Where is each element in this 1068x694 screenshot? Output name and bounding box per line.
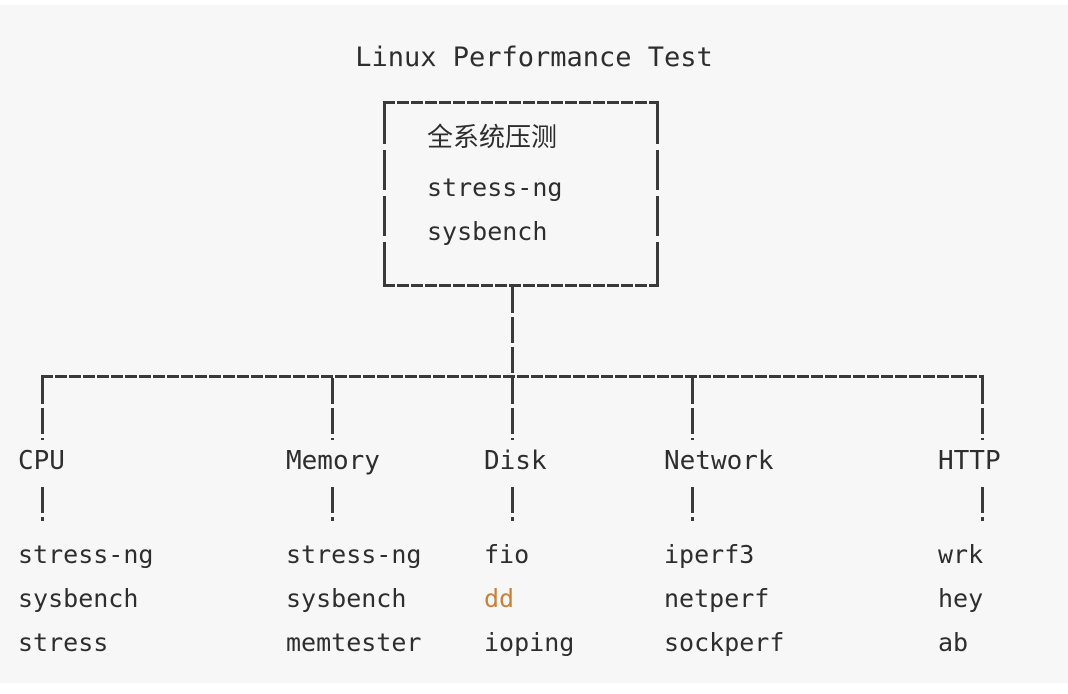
diagram-panel: Linux Performance Test 全系统压测 stress-ng s… (0, 5, 1068, 683)
tool-item[interactable]: stress-ng (18, 540, 154, 569)
tool-item[interactable]: dd (484, 584, 515, 613)
tool-item[interactable]: ab (938, 628, 969, 657)
tool-item[interactable]: memtester (286, 628, 422, 657)
tool-item[interactable]: stress (18, 628, 109, 657)
column-stem-http (981, 487, 984, 521)
branch-drop-http (981, 378, 984, 440)
branch-drop-disk (511, 378, 514, 440)
tool-item[interactable]: stress-ng (286, 540, 422, 569)
root-node-box: 全系统压测 stress-ng sysbench (383, 101, 659, 287)
box-right-border-4 (656, 242, 659, 284)
root-node-tool-2: sysbench (427, 217, 548, 246)
tool-item[interactable]: ioping (484, 628, 575, 657)
tool-item[interactable]: sysbench (18, 584, 139, 613)
box-right-border-3 (656, 196, 659, 236)
branch-drop-cpu (41, 378, 44, 440)
box-right-border-1 (656, 104, 659, 144)
tool-item[interactable]: wrk (938, 540, 984, 569)
root-node-tool-1: stress-ng (427, 173, 563, 202)
column-items-cpu: stress-ng sysbench stress (18, 533, 153, 665)
column-label-http[interactable]: HTTP (938, 446, 1001, 476)
column-stem-disk (511, 487, 514, 521)
box-right-border-2 (656, 150, 659, 190)
column-label-memory[interactable]: Memory (286, 446, 380, 476)
column-items-http: wrk hey ab (938, 533, 983, 665)
branch-drop-network (691, 378, 694, 440)
box-left-border-3 (383, 196, 386, 236)
column-items-memory: stress-ng sysbench memtester (286, 533, 421, 665)
column-items-network: iperf3 netperf sockperf (664, 533, 784, 665)
column-stem-cpu (41, 487, 44, 521)
tool-item[interactable]: hey (938, 584, 984, 613)
column-items-disk: fio dd ioping (484, 533, 574, 665)
column-label-network[interactable]: Network (664, 446, 774, 476)
branch-drop-memory (331, 378, 334, 440)
column-stem-network (691, 487, 694, 521)
box-bottom-border (383, 284, 659, 287)
box-left-border-4 (383, 242, 386, 284)
column-stem-memory (331, 487, 334, 521)
column-label-cpu[interactable]: CPU (18, 446, 65, 476)
trunk-connector (511, 287, 514, 377)
tool-item[interactable]: sysbench (286, 584, 407, 613)
box-left-border-1 (383, 104, 386, 144)
branch-bus-connector (41, 375, 984, 378)
tool-item[interactable]: fio (484, 540, 530, 569)
tool-item[interactable]: iperf3 (664, 540, 755, 569)
tool-item[interactable]: sockperf (664, 628, 785, 657)
page-title: Linux Performance Test (355, 42, 713, 73)
box-top-border (383, 101, 659, 104)
column-label-disk[interactable]: Disk (484, 446, 547, 476)
root-node-title: 全系统压测 (427, 123, 558, 153)
box-left-border-2 (383, 150, 386, 190)
tool-item[interactable]: netperf (664, 584, 770, 613)
